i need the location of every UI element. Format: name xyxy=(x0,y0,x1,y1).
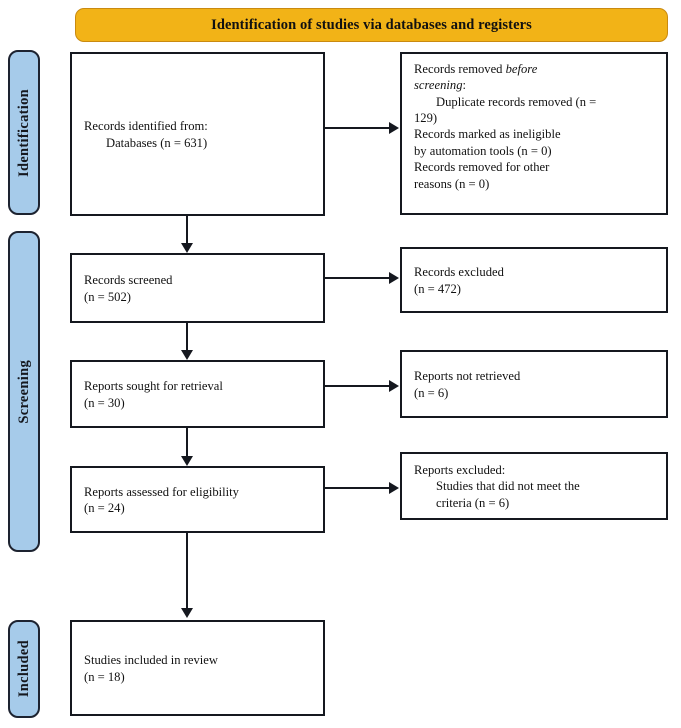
box-reports-assessed-for-eligibility: Reports assessed for eligibility (n = 24… xyxy=(70,466,325,533)
records-removed-line2: screening: xyxy=(414,77,656,93)
records-removed-line2-italic: screening xyxy=(414,78,463,93)
box-reports-not-retrieved: Reports not retrieved (n = 6) xyxy=(400,350,668,418)
records-removed-line1-a: Records removed xyxy=(414,62,506,76)
records-removed-item1-cont: 129) xyxy=(414,111,438,126)
records-removed-item3-cont: reasons (n = 0) xyxy=(414,176,490,191)
records-screened-line2: (n = 502) xyxy=(84,289,131,304)
records-identified-line1: Records identified from: xyxy=(84,119,208,134)
box-reports-sought-for-retrieval: Reports sought for retrieval (n = 30) xyxy=(70,360,325,428)
reports-sought-line1: Reports sought for retrieval xyxy=(84,379,223,394)
reports-not-retrieved-line1: Reports not retrieved xyxy=(414,369,521,384)
records-removed-item1: Duplicate records removed (n = xyxy=(436,94,597,109)
box-records-screened: Records screened (n = 502) xyxy=(70,253,325,323)
records-removed-line1: Records removed before xyxy=(414,61,656,77)
box-records-identified: Records identified from: Databases (n = … xyxy=(70,52,325,216)
stage-label-identification: Identification xyxy=(8,50,40,215)
stage-screening-text: Screening xyxy=(15,359,32,424)
box-studies-included-in-review: Studies included in review (n = 18) xyxy=(70,620,325,716)
reports-sought-line2: (n = 30) xyxy=(84,395,125,410)
reports-excluded-item1: Studies that did not meet the xyxy=(436,479,580,494)
studies-included-line1: Studies included in review xyxy=(84,653,218,668)
stage-included-text: Included xyxy=(15,640,32,698)
reports-not-retrieved-line2: (n = 6) xyxy=(414,385,449,400)
records-identified-line2: Databases (n = 631) xyxy=(106,135,208,150)
records-removed-item2: Records marked as ineligible xyxy=(414,127,561,142)
box-reports-excluded: Reports excluded: Studies that did not m… xyxy=(400,452,668,520)
records-removed-item3: Records removed for other xyxy=(414,160,550,175)
box-records-excluded: Records excluded (n = 472) xyxy=(400,247,668,313)
records-excluded-line1: Records excluded xyxy=(414,265,504,280)
box-records-removed-before-screening: Records removed before screening: Duplic… xyxy=(400,52,668,215)
studies-included-line2: (n = 18) xyxy=(84,669,125,684)
records-removed-item2-cont: by automation tools (n = 0) xyxy=(414,143,552,158)
records-screened-line1: Records screened xyxy=(84,273,173,288)
reports-assessed-line2: (n = 24) xyxy=(84,501,125,515)
stage-label-screening: Screening xyxy=(8,231,40,552)
reports-excluded-item1-cont: criteria (n = 6) xyxy=(436,495,510,510)
stage-label-included: Included xyxy=(8,620,40,718)
banner-label: Identification of studies via databases … xyxy=(211,16,532,33)
records-removed-line1-italic: before xyxy=(505,62,538,76)
reports-assessed-line1: Reports assessed for eligibility xyxy=(84,484,239,499)
reports-excluded-line1: Reports excluded: xyxy=(414,462,506,477)
records-excluded-line2: (n = 472) xyxy=(414,281,461,296)
records-removed-line2-colon: : xyxy=(462,78,467,93)
diagram-banner-title: Identification of studies via databases … xyxy=(75,8,668,42)
stage-identification-text: Identification xyxy=(15,88,32,177)
